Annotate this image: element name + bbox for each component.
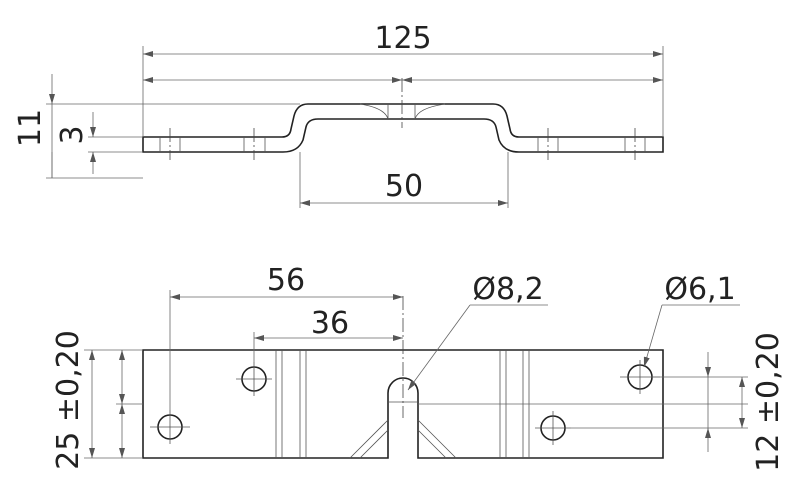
dim-label-height: 11 xyxy=(13,109,48,147)
plan-view: 56 36 Ø8,2 Ø6,1 25 ±0,20 12 ±0,20 xyxy=(51,263,786,472)
dim-label-slot-diameter: Ø8,2 xyxy=(472,272,543,307)
dim-label-thickness: 3 xyxy=(55,125,90,144)
hole-right-lower xyxy=(535,411,571,445)
profile-outline xyxy=(142,103,664,153)
dim-label-width: 25 ±0,20 xyxy=(51,330,86,470)
dim-label-hole-spacing-inner: 36 xyxy=(311,306,349,341)
side-view: 125 50 11 3 xyxy=(13,21,664,208)
dim-label-hole-diameter: Ø6,1 xyxy=(664,272,735,307)
dim-label-overall-length: 125 xyxy=(374,21,431,56)
plate-outline xyxy=(142,349,664,459)
hole-left-lower xyxy=(150,410,190,444)
dim-label-center-width: 50 xyxy=(385,169,423,204)
dim-label-hole-spacing-outer: 56 xyxy=(267,263,305,298)
dim-label-hole-offset: 12 ±0,20 xyxy=(751,332,786,472)
hole-left-upper xyxy=(236,362,272,396)
